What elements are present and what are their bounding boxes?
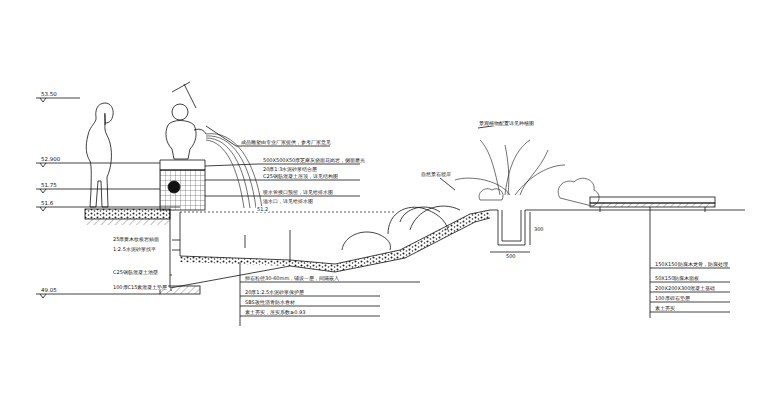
leader-line [170, 240, 180, 290]
note-text: 100厚C15素混凝土垫层 [112, 284, 168, 290]
plants [455, 140, 599, 206]
note-text: 卵石粒径30-60mm，铺设一层，间隔嵌入 [244, 275, 340, 281]
soil [85, 219, 170, 225]
elevation-value: 52.900 [40, 156, 61, 162]
leader-line [650, 212, 730, 318]
note-text: C25钢筋混凝土池壁 [112, 269, 159, 275]
note-text: 20厚1:2.5水泥砂浆保护层 [244, 289, 305, 295]
note-text: 100厚碎石垫层 [654, 295, 691, 301]
nozzle-symbol [168, 181, 180, 193]
note-text: 150X150防腐木龙骨，防腐处理 [654, 261, 729, 267]
leader-line [440, 178, 455, 190]
grass [400, 206, 460, 230]
elevation-value: 51.75 [40, 182, 58, 188]
note-text: 素土夯实 [654, 305, 676, 311]
elevation-value: 53.50 [40, 91, 58, 97]
note-text: 1:2.5水泥砂浆找平 [112, 246, 157, 252]
leader-line [240, 262, 420, 326]
note-text: 500X500X50厚芝麻灰烧面花岗岩，侧面磨光 [262, 157, 366, 163]
dimension-line [530, 212, 531, 245]
elevation-markers [36, 98, 160, 298]
deck-post [600, 207, 705, 212]
person-head [105, 103, 113, 123]
deck-joist [590, 203, 715, 207]
deck-board [590, 197, 715, 203]
drain-inner [502, 210, 521, 241]
note-text: 景观植物配置详见种植图 [478, 120, 535, 126]
note-text: 50X150防腐木面板 [654, 275, 700, 281]
statue [160, 82, 206, 170]
paving [85, 209, 170, 219]
pedestal [160, 170, 205, 210]
note-text: 25厚黄木纹板岩贴面 [112, 236, 160, 242]
note-text: 喷水管接口预留，详见给排水图 [262, 189, 334, 195]
note-text: 300 [533, 226, 545, 232]
section-marks [245, 230, 290, 262]
note-text: C25钢筋混凝土压顶，详见结构图 [262, 173, 339, 179]
note-text: 51.2 [256, 206, 269, 212]
pool-wall [170, 210, 180, 288]
leader-line [205, 164, 360, 196]
shrub [342, 232, 391, 250]
note-text: SBS改性沥青防水卷材 [244, 299, 296, 305]
ground-line [590, 210, 745, 211]
note-text: 自然景石驳岸 [420, 171, 452, 177]
gravel-layer [180, 210, 490, 272]
note-text: 溢水口，详见给排水图 [262, 198, 314, 204]
note-text: 200X200X300混凝土基础 [654, 285, 716, 291]
note-text: 素土夯实，压实系数≥0.93 [244, 309, 306, 315]
elevation-value: 51.6 [40, 200, 54, 206]
drain-channel [490, 210, 590, 245]
note-text: 20厚1:3水泥砂浆结合层 [262, 166, 318, 172]
person-figure [86, 103, 111, 207]
note-text: 500 [505, 253, 517, 259]
note-text: 成品雕塑由专业厂家提供，参考厂家意见 [240, 139, 332, 145]
water-surface [180, 212, 395, 213]
elevation-value: 49.05 [40, 287, 58, 293]
